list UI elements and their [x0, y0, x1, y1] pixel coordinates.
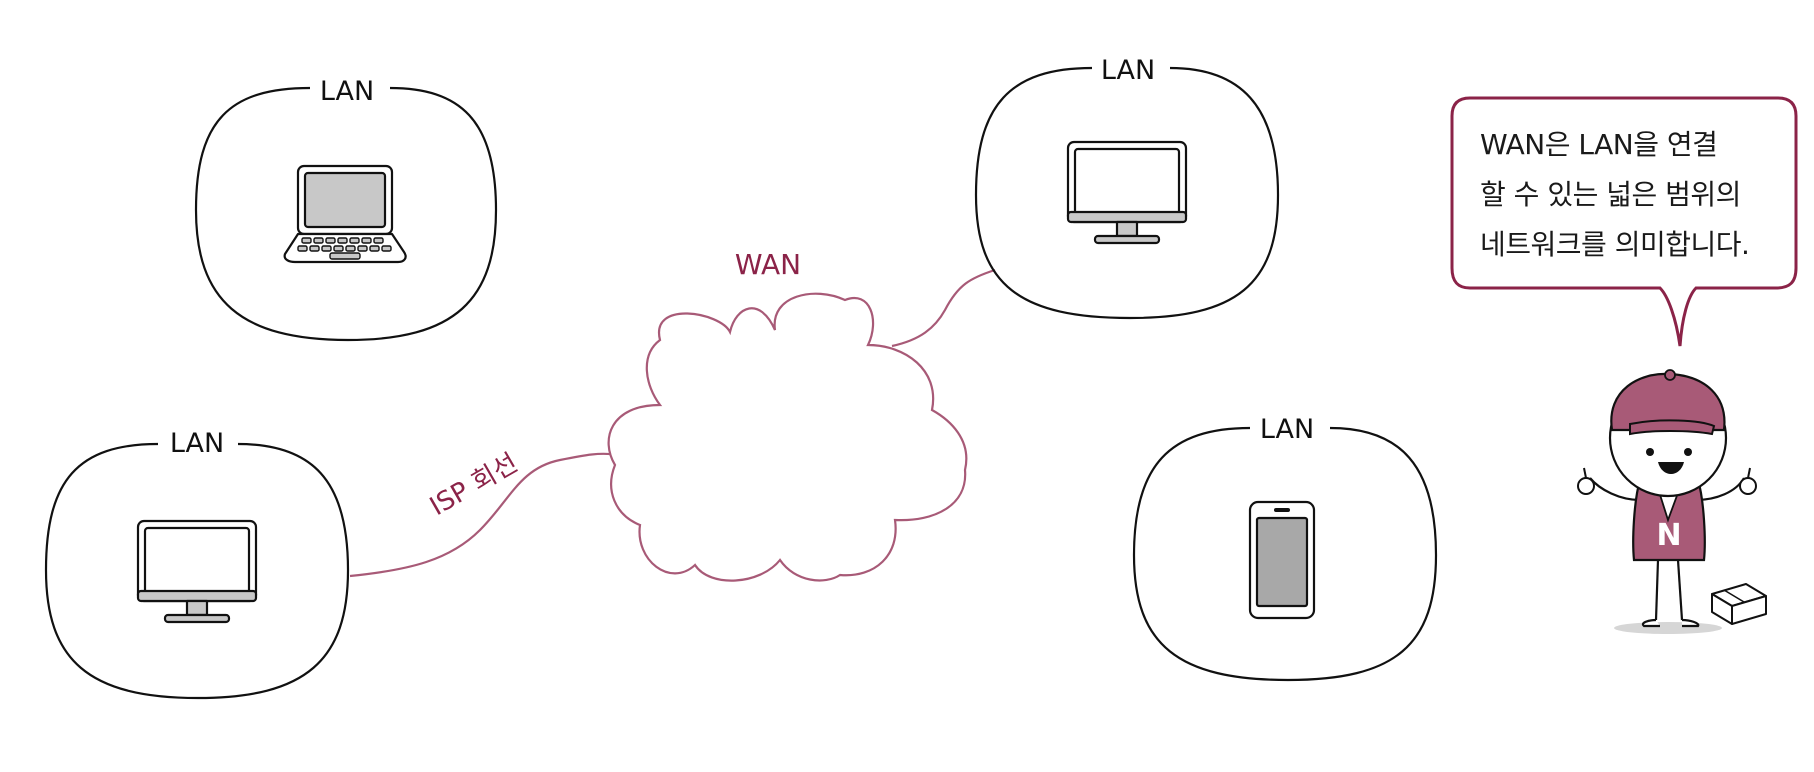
wan-cloud — [607, 292, 968, 582]
speech-line-1: WAN은 LAN을 연결 — [1480, 128, 1718, 161]
lan-label-top-right: LAN — [1101, 55, 1155, 86]
smartphone-icon — [1248, 500, 1316, 620]
isp-connection-line — [349, 452, 619, 578]
mascot-character: N — [1577, 369, 1757, 634]
speech-line-2: 할 수 있는 넓은 범위의 — [1480, 178, 1741, 211]
lan-blob-top-left — [194, 86, 498, 342]
monitor-icon — [1066, 140, 1188, 245]
box-icon — [1711, 583, 1767, 625]
lan-blob-bottom-left — [44, 442, 350, 700]
speech-line-3: 네트워크를 의미합니다. — [1480, 228, 1750, 261]
lan-blob-top-right — [974, 66, 1280, 320]
wan-label: WAN — [735, 248, 801, 281]
lan-label-bottom-right: LAN — [1260, 414, 1314, 445]
wan-connection-line — [891, 268, 996, 348]
monitor-icon — [136, 519, 258, 624]
mascot-badge-letter: N — [1656, 518, 1681, 553]
lan-blob-bottom-right — [1132, 426, 1438, 682]
speech-bubble-text: WAN은 LAN을 연결 할 수 있는 넓은 범위의 네트워크를 의미합니다. — [1462, 104, 1780, 280]
lan-label-top-left: LAN — [320, 76, 374, 107]
isp-label: ISP 회선 — [425, 448, 523, 522]
lan-label-bottom-left: LAN — [170, 428, 224, 459]
laptop-icon — [283, 164, 407, 264]
speech-bubble — [1450, 96, 1798, 347]
